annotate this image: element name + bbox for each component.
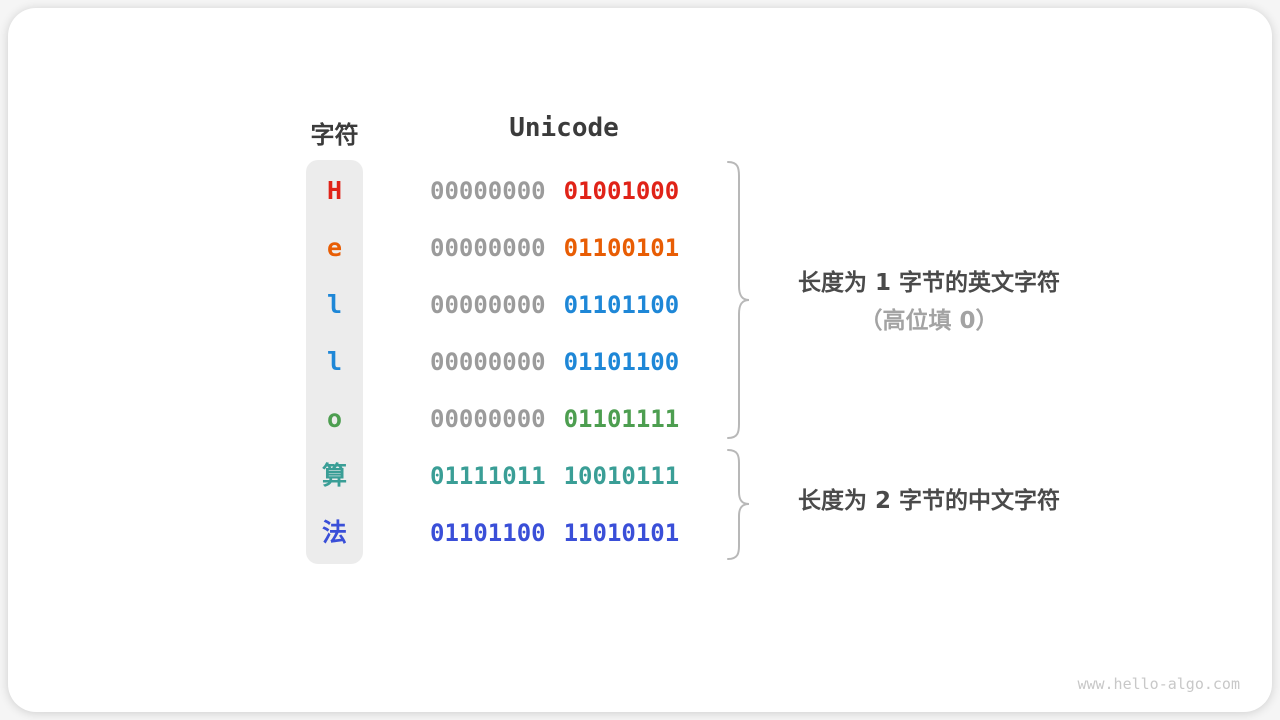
high-byte: 00000000 [430,176,546,205]
unicode-bits: 00000000 01101100 [430,350,679,374]
encoding-row: e 00000000 01100101 [306,219,679,276]
character-cell: l [326,347,343,376]
unicode-bits: 00000000 01101111 [430,407,679,431]
high-byte: 01111011 [430,461,546,490]
low-byte: 11010101 [563,518,680,547]
unicode-bits: 00000000 01101100 [430,293,679,317]
character-cell: e [326,233,343,262]
character-cell: 法 [321,518,347,547]
high-byte: 00000000 [430,290,546,319]
annotation-chinese-chars: 长度为 2 字节的中文字符 [797,488,1061,514]
encoding-row: 法 01101100 11010101 [306,504,679,561]
brace-1-byte-group [727,161,750,439]
low-byte: 01100101 [563,233,680,262]
encoding-row: o 00000000 01101111 [306,390,679,447]
high-byte: 00000000 [430,404,546,433]
unicode-bits: 00000000 01100101 [430,236,679,260]
high-byte: 01101100 [430,518,546,547]
encoding-row: H 00000000 01001000 [306,162,679,219]
unicode-bits: 00000000 01001000 [430,179,679,203]
brace-2-byte-group [727,449,750,560]
annotation-english-chars-line1: 长度为 1 字节的英文字符 [797,270,1061,296]
low-byte: 01101111 [563,404,680,433]
unicode-bits: 01101100 11010101 [430,521,679,545]
column-header-char: 字符 [310,121,359,149]
low-byte: 01101100 [563,290,680,319]
encoding-row: 算 01111011 10010111 [306,447,679,504]
character-cell: l [326,290,343,319]
encoding-row: l 00000000 01101100 [306,276,679,333]
encoding-rows: H 00000000 01001000 e 00000000 01100101 l … [306,162,679,561]
low-byte: 01001000 [563,176,680,205]
figure-card [8,8,1272,712]
annotation-english-chars: 长度为 1 字节的英文字符 （高位填 0） [764,264,1094,340]
character-cell: H [326,176,343,205]
character-cell: 算 [321,461,347,490]
watermark-url: www.hello-algo.com [1077,675,1240,693]
annotation-english-chars-line2: （高位填 0） [859,308,999,334]
char-column-background [306,160,363,564]
character-cell: o [326,404,343,433]
unicode-bits: 01111011 10010111 [430,464,679,488]
encoding-row: l 00000000 01101100 [306,333,679,390]
low-byte: 10010111 [563,461,680,490]
high-byte: 00000000 [430,347,546,376]
low-byte: 01101100 [563,347,680,376]
column-header-unicode: Unicode [509,113,619,143]
high-byte: 00000000 [430,233,546,262]
